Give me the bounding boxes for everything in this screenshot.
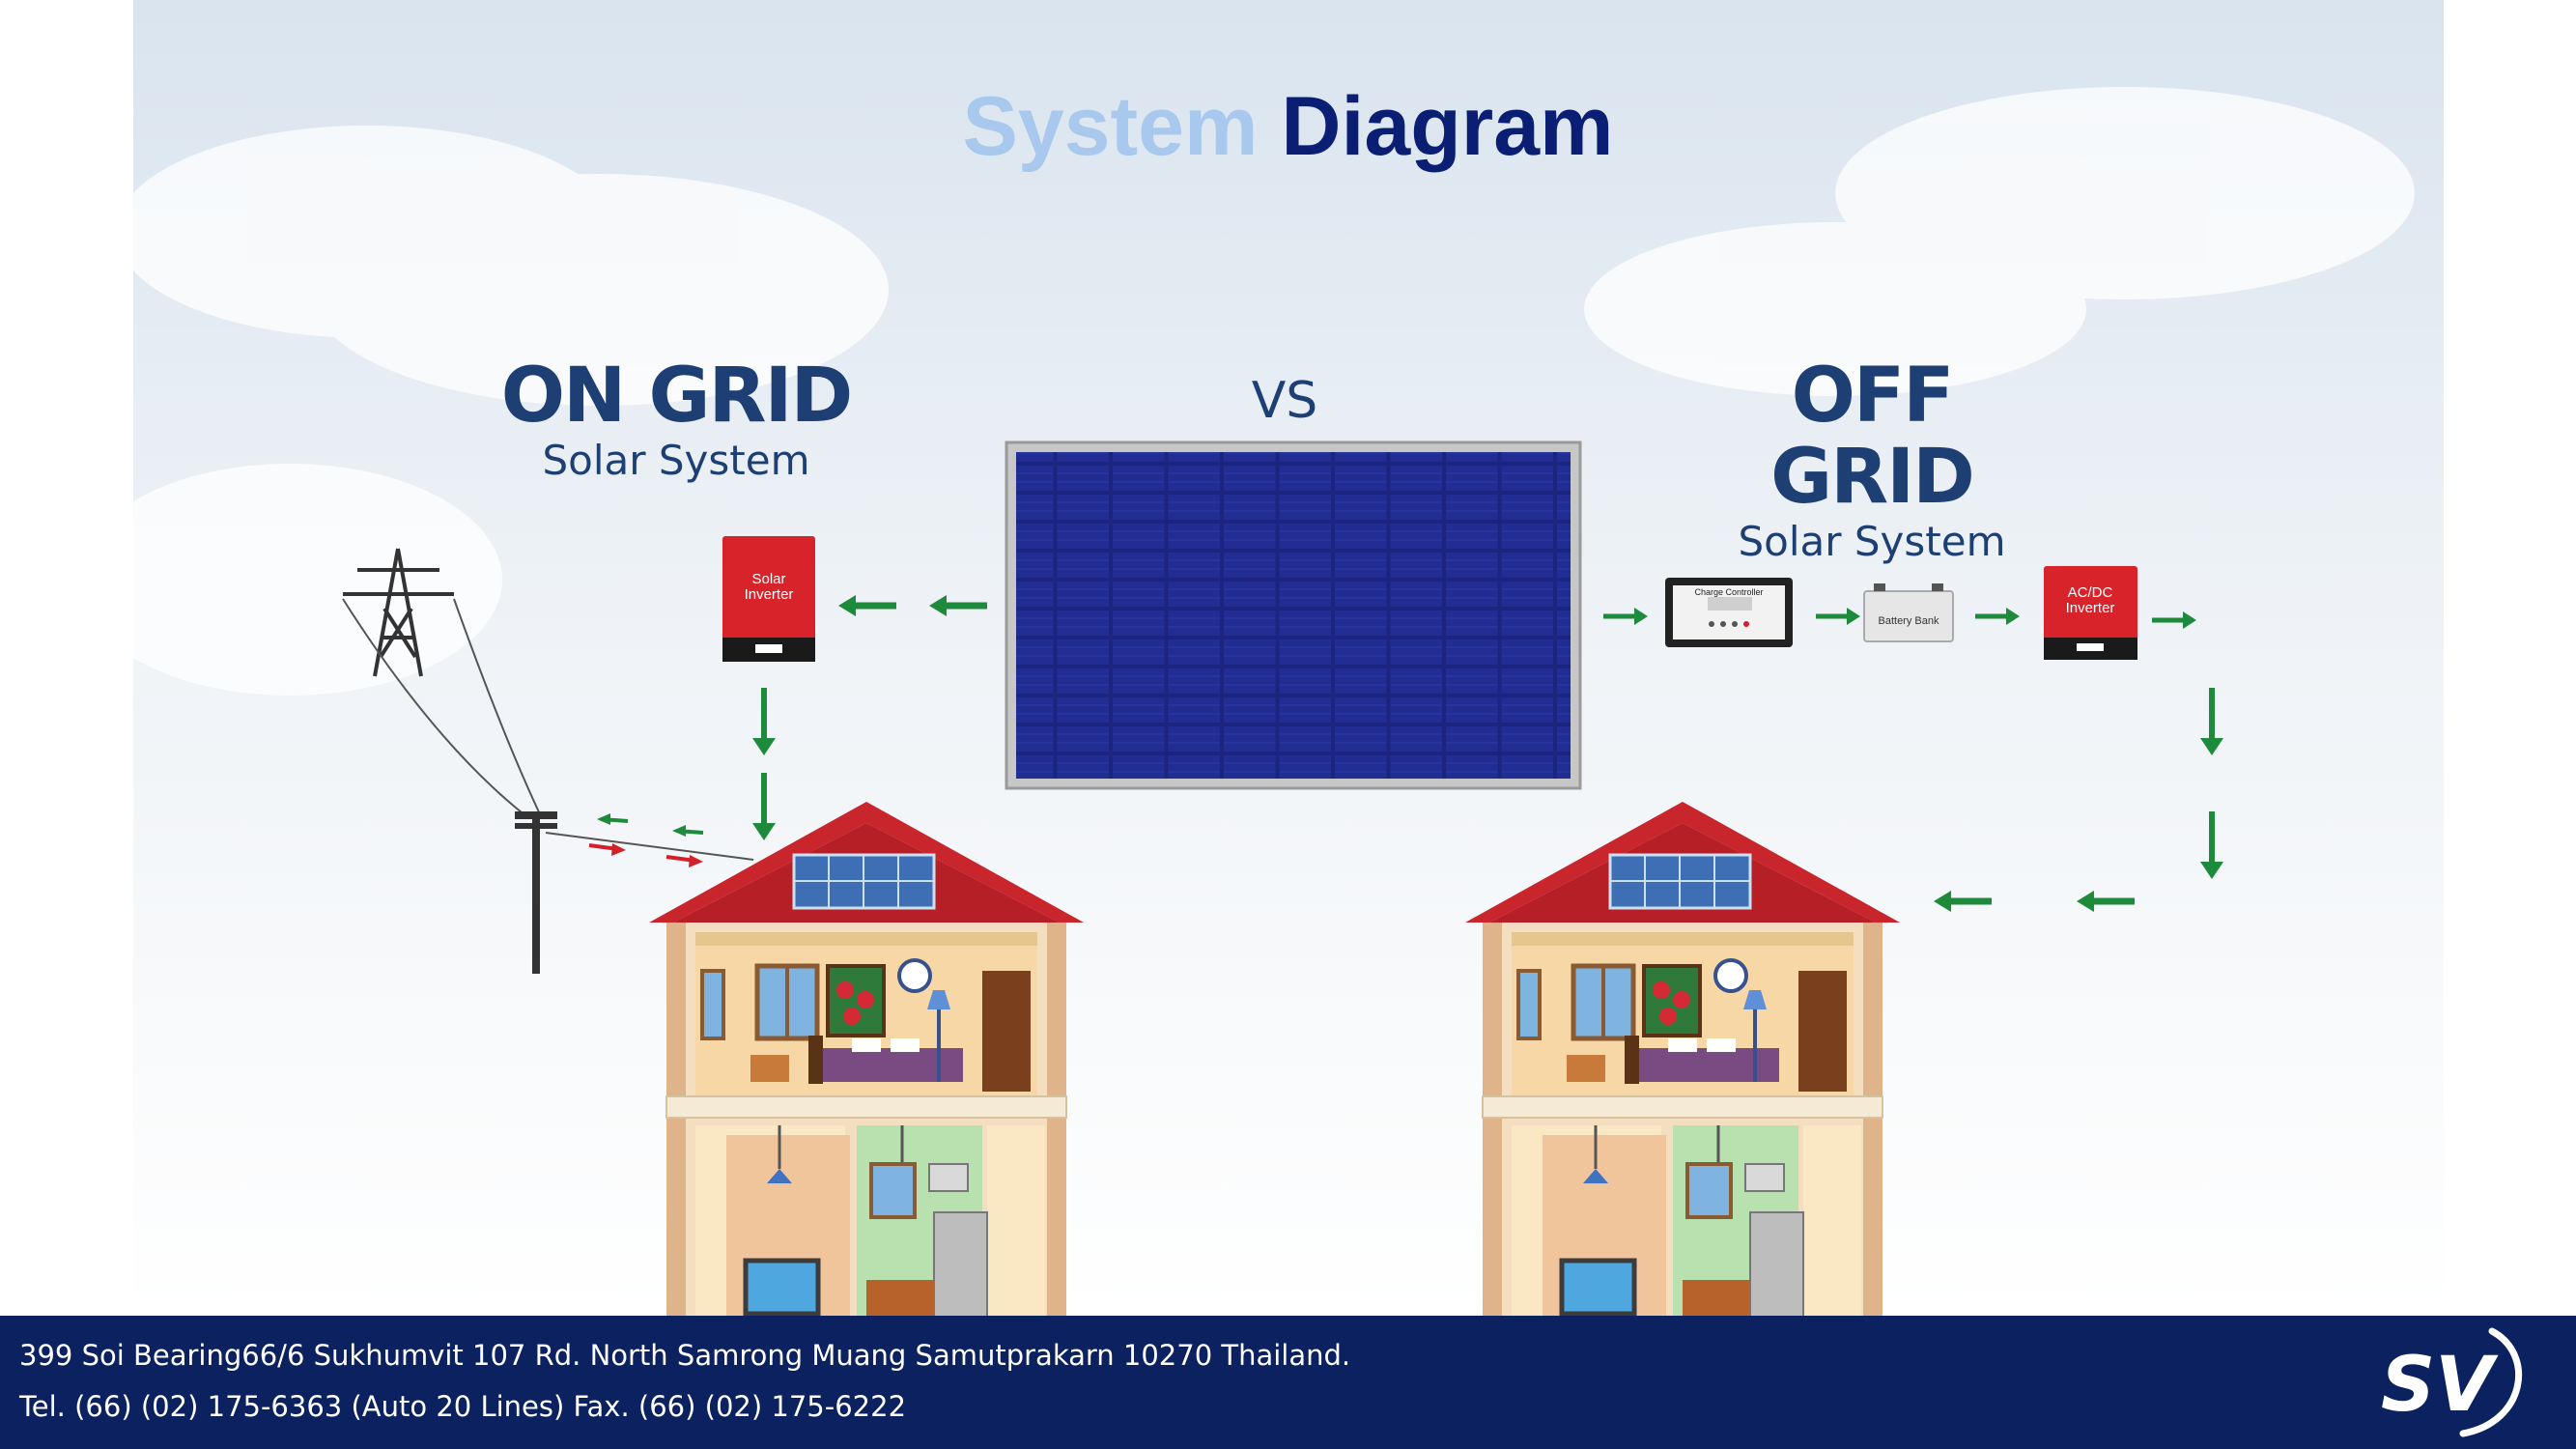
charge-controller-icon: Charge Controller: [1665, 578, 1793, 647]
solar-panel: [1005, 440, 1582, 790]
charge-controller-label: Charge Controller: [1694, 587, 1763, 597]
sv-logo: SV: [2381, 1327, 2523, 1437]
utility-pole-icon: [515, 811, 557, 974]
footer-contact: Tel. (66) (02) 175-6363 (Auto 20 Lines) …: [19, 1390, 907, 1423]
footer-address: 399 Soi Bearing66/6 Sukhumvit 107 Rd. No…: [19, 1339, 1351, 1372]
on-grid-title: ON GRID: [500, 353, 854, 440]
page-title: System Diagram: [0, 79, 2576, 175]
solar-inverter-label-2: Inverter: [745, 586, 794, 603]
solar-inverter-label-1: Solar: [751, 571, 785, 587]
battery-bank-label: Battery Bank: [1879, 615, 1939, 627]
logo-text: SV: [2381, 1342, 2499, 1429]
off-grid-subtitle: Solar System: [1738, 518, 2006, 565]
grid-feed-arrows: [588, 813, 704, 867]
acdc-inverter-label-1: AC/DC: [2068, 584, 2113, 601]
footer-bar: 399 Soi Bearing66/6 Sukhumvit 107 Rd. No…: [0, 1316, 2576, 1449]
acdc-inverter-label-2: Inverter: [2066, 600, 2115, 616]
title-part-2: Diagram: [1281, 80, 1614, 173]
acdc-inverter-icon: AC/DC Inverter: [2044, 566, 2137, 660]
on-grid-heading: ON GRID Solar System: [483, 355, 869, 485]
off-grid-heading: OFF GRID Solar System: [1679, 355, 2065, 566]
off-grid-title: OFF GRID: [1770, 353, 1975, 521]
on-grid-subtitle: Solar System: [542, 437, 810, 484]
solar-inverter-icon: Solar Inverter: [722, 536, 815, 662]
sun-glow: [782, 0, 1787, 348]
power-lines: [342, 598, 754, 861]
transmission-tower-icon: [343, 548, 454, 677]
title-part-1: System: [962, 80, 1259, 173]
vs-label: VS: [1251, 372, 1318, 430]
battery-bank-icon: Battery Bank: [1863, 583, 1954, 642]
